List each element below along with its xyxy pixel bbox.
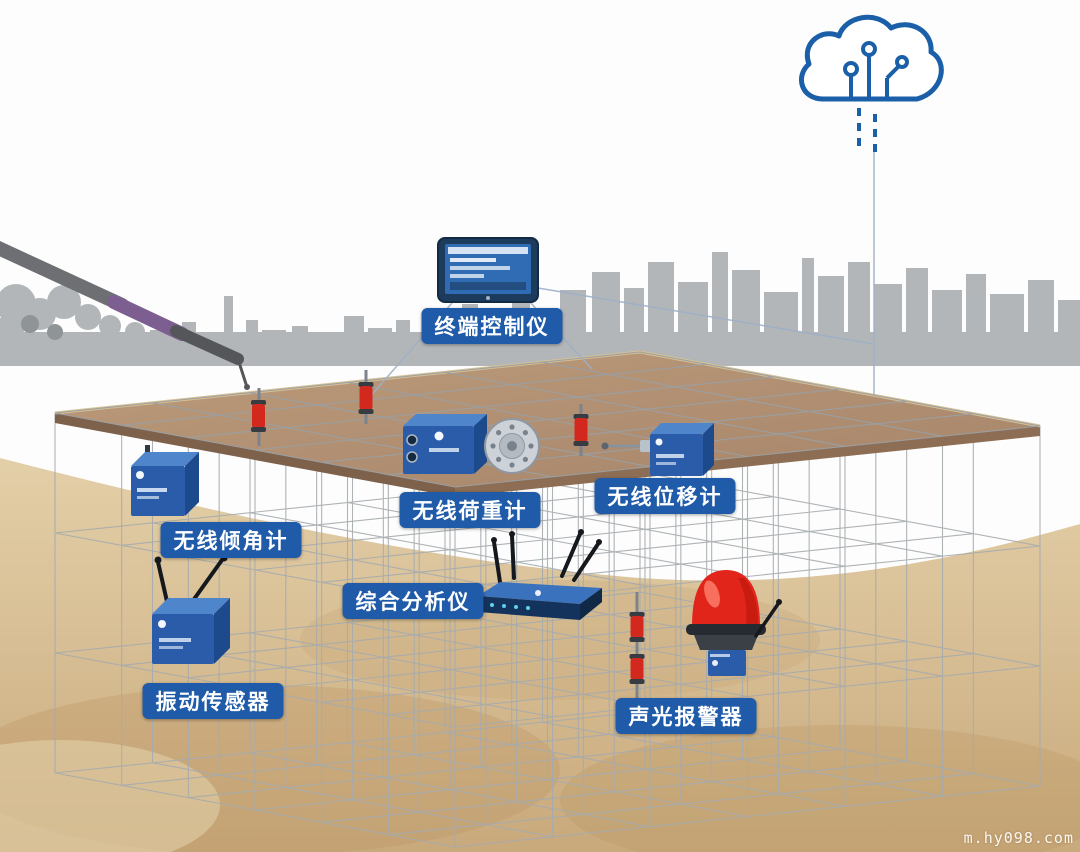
vibration-sensor-device [152,554,230,664]
label-analyzer: 综合分析仪 [342,583,484,619]
terminal-device [437,237,539,303]
deck-edge-left [55,413,455,497]
displacement-device [601,423,714,476]
label-displacement: 无线位移计 [594,478,736,514]
pole-sensors [251,370,645,714]
scaffold-grid-deck [54,351,1041,488]
label-inclinometer: 无线倾角计 [160,522,302,558]
cloud-iot-icon [799,14,944,156]
label-vibration: 振动传感器 [142,683,284,719]
alarm-beacon-device [686,570,782,676]
sand-patch [560,725,1080,852]
inclinometer-device [131,445,199,516]
analyzer-device [478,529,602,620]
label-load-cell: 无线荷重计 [399,492,541,528]
tower-crane-silhouette [0,241,250,390]
load-cell-device [403,414,540,474]
label-alarm: 声光报警器 [615,698,757,734]
label-terminal-control: 终端控制仪 [421,308,563,344]
watermark: m.hy098.com [963,829,1074,847]
